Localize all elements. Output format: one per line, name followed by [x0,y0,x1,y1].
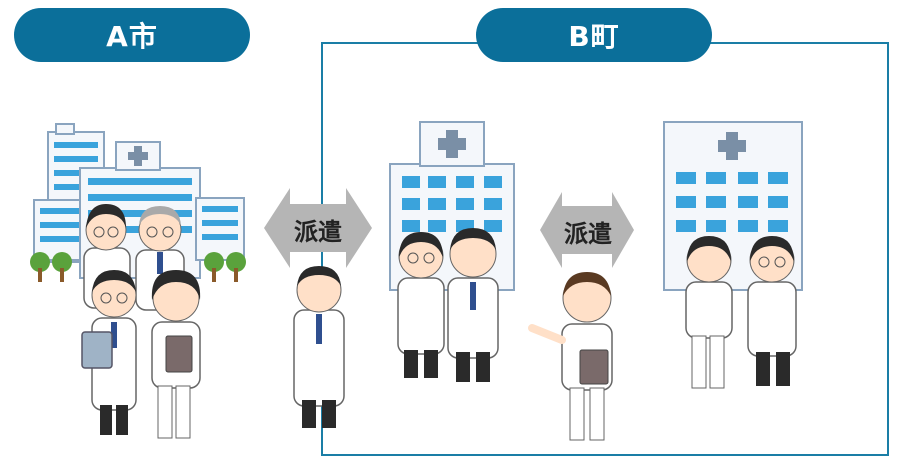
staff-group-b2-icon [685,236,797,389]
region-a-label: A市 [14,8,250,62]
dispatch-label-1: 派遣 [294,218,342,246]
dispatch-arrow-2 [540,192,634,268]
dispatch-label-2: 派遣 [564,220,612,248]
tree-icon [30,252,246,282]
region-b-label: B町 [476,8,712,62]
staff-group-b1-icon [397,228,499,382]
staff-group-a-icon [81,204,201,439]
nurse-icon [528,272,613,441]
dispatch-arrow-1 [264,188,372,268]
dispatched-doctor-icon [293,266,345,428]
